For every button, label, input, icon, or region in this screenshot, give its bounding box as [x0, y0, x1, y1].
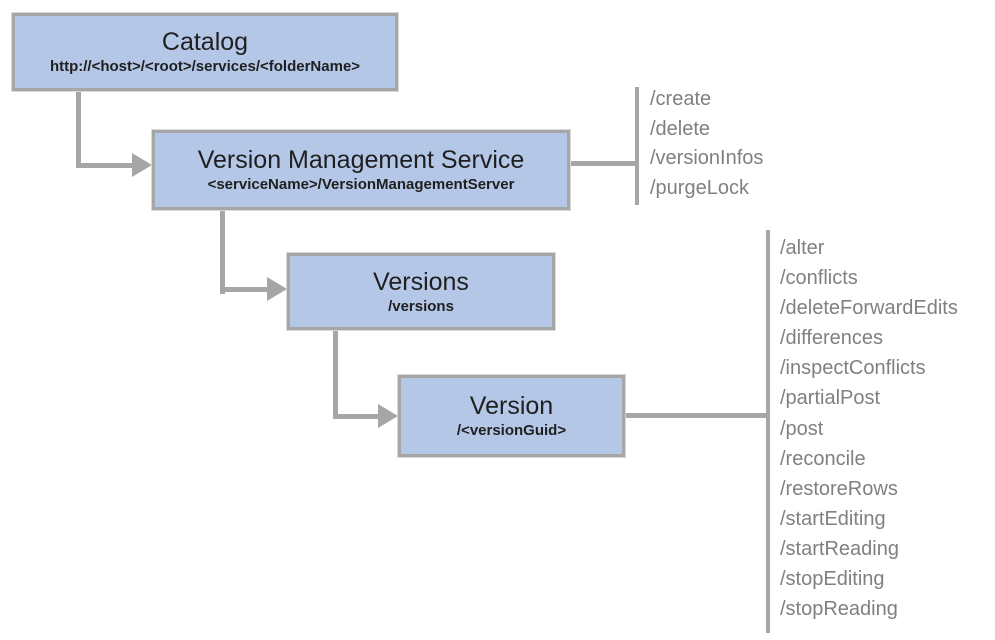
endpoint-item: /stopReading — [780, 598, 898, 621]
vms-url-template: <serviceName>/VersionManagementServer — [207, 176, 515, 194]
endpoint-item: /stopEditing — [780, 568, 885, 591]
endpoint-item: /inspectConflicts — [780, 357, 926, 380]
endpoint-item: /purgeLock — [650, 176, 749, 199]
version-title: Version — [469, 392, 554, 421]
vms-endpoint-list: /create /delete /versionInfos /purgeLock — [650, 85, 763, 203]
node-catalog: Catalog http://<host>/<root>/services/<f… — [11, 12, 399, 92]
endpoint-item: /post — [780, 417, 824, 440]
endpoint-item: /startReading — [780, 537, 899, 560]
arrowhead-icon — [378, 404, 398, 428]
endpoint-item: /versionInfos — [650, 147, 764, 169]
connector-vms-versions-vertical — [220, 210, 225, 294]
connector-version-endpoints — [625, 413, 768, 418]
node-versions: Versions /versions — [286, 252, 556, 331]
version-endpoint-list: /alter /conflicts /deleteForwardEdits /d… — [780, 233, 958, 624]
connector-versions-version-vertical — [333, 330, 338, 419]
endpoint-item: /create — [650, 88, 712, 110]
node-version: Version /<versionGuid> — [397, 374, 626, 458]
node-version-management-service: Version Management Service <serviceName>… — [151, 129, 571, 211]
catalog-title: Catalog — [161, 28, 249, 57]
endpoint-item: /partialPost — [780, 387, 881, 410]
connector-versions-version-horizontal — [333, 414, 380, 419]
versions-url-template: /versions — [388, 297, 454, 315]
endpoint-item: /restoreRows — [780, 477, 898, 500]
endpoint-rail-vms — [635, 87, 639, 205]
endpoint-item: /conflicts — [780, 267, 858, 290]
endpoint-item: /alter — [780, 237, 825, 259]
endpoint-item: /reconcile — [780, 447, 866, 470]
versions-title: Versions — [373, 267, 469, 296]
connector-catalog-vms-vertical — [76, 91, 81, 168]
catalog-url-template: http://<host>/<root>/services/<folderNam… — [49, 58, 361, 76]
endpoint-item: /deleteForwardEdits — [780, 297, 958, 320]
arrowhead-icon — [267, 277, 287, 301]
version-url-template: /<versionGuid> — [456, 422, 567, 440]
endpoint-item: /startEditing — [780, 507, 886, 530]
connector-vms-endpoints — [570, 161, 637, 166]
connector-vms-versions-horizontal — [220, 287, 269, 292]
arrowhead-icon — [132, 153, 152, 177]
endpoint-item: /differences — [780, 327, 884, 350]
vms-title: Version Management Service — [197, 146, 525, 175]
endpoint-rail-version — [766, 230, 770, 633]
endpoint-item: /delete — [650, 117, 711, 140]
connector-catalog-vms-horizontal — [76, 163, 134, 168]
